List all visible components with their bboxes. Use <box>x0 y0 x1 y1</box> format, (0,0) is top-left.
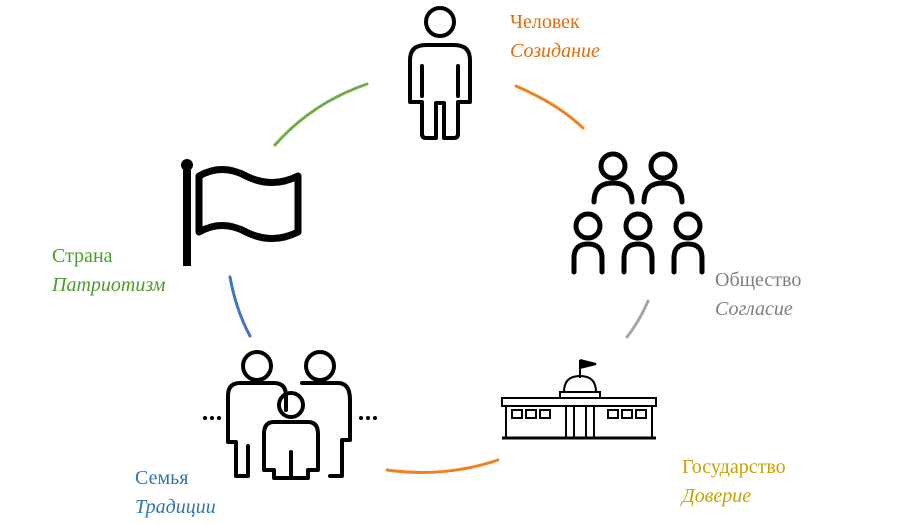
node-value: Согласие <box>715 298 793 320</box>
label-society: Общество Согласие <box>715 266 801 324</box>
node-value: Созидание <box>510 40 600 62</box>
node-title: Государство <box>682 456 786 478</box>
label-family: Семья Традиции <box>135 464 216 522</box>
arc-society-state <box>625 299 650 339</box>
arc-country-person <box>273 82 369 147</box>
arc-state-family <box>385 458 500 474</box>
group-icon <box>571 151 705 275</box>
label-country: Страна Патриотизм <box>52 242 165 300</box>
person-icon <box>408 6 472 140</box>
government-building-icon <box>501 359 657 440</box>
node-title: Общество <box>715 269 802 291</box>
node-value: Доверие <box>682 485 752 507</box>
arc-family-country <box>228 275 252 338</box>
node-title: Человек <box>510 11 580 33</box>
node-value: Традиции <box>135 496 216 518</box>
node-title: Семья <box>135 467 189 489</box>
flag-icon <box>181 159 302 266</box>
family-dots <box>203 416 377 420</box>
label-person: Человек Созидание <box>510 8 600 66</box>
arc-person-society <box>514 84 585 130</box>
node-value: Патриотизм <box>52 274 166 296</box>
node-title: Страна <box>52 245 113 267</box>
label-state: Государство Доверие <box>682 453 786 511</box>
family-icon <box>226 350 352 480</box>
